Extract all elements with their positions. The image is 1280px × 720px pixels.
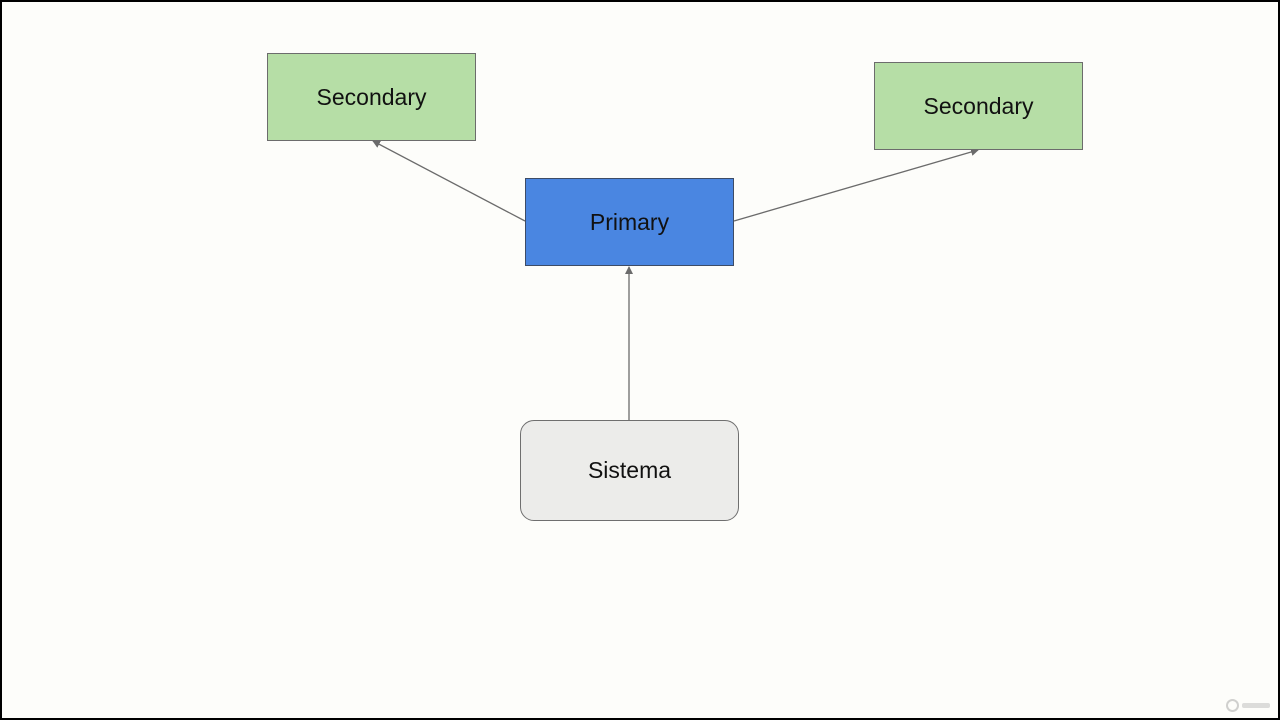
system-node-label: Sistema [587, 457, 672, 483]
secondary-node-right: Secondary [874, 62, 1083, 150]
system-node: Sistema [520, 420, 739, 521]
edge-primary-to-secondary-left [372, 140, 526, 222]
secondary-node-left-label: Secondary [316, 83, 427, 110]
secondary-node-left: Secondary [267, 53, 476, 141]
primary-node: Primary [525, 178, 734, 266]
udemy-logo-icon [1226, 699, 1239, 712]
watermark-wordmark [1242, 703, 1270, 708]
primary-node-label: Primary [589, 208, 670, 235]
edge-primary-to-secondary-right [733, 148, 979, 222]
watermark [1226, 699, 1270, 712]
secondary-node-right-label: Secondary [923, 92, 1034, 119]
